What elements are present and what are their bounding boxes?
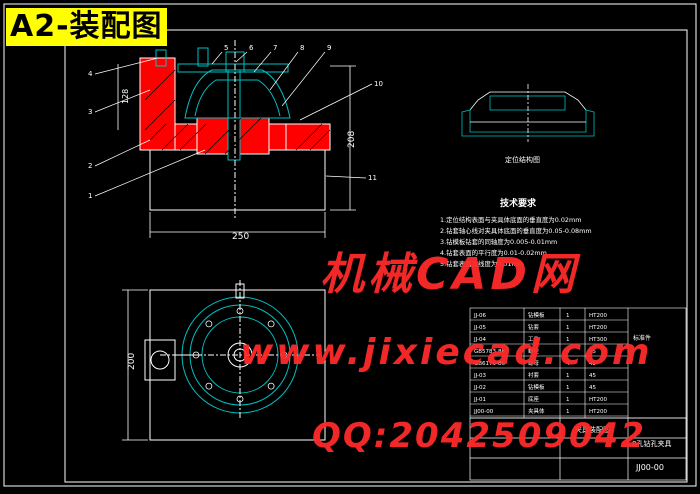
front-section-view — [139, 40, 331, 220]
aux-locating-view — [461, 84, 595, 142]
bom-cell: 螺栓 — [528, 347, 540, 355]
tech-item: 2.钻套轴心线对夹具体底面的垂直度为0.05-0.08mm — [440, 226, 592, 235]
balloon-labels: 1 2 3 4 5 6 7 8 9 10 11 — [88, 44, 383, 200]
bolt-hole — [280, 351, 288, 359]
aux-view-label: 定位结构图 — [505, 155, 540, 164]
bom-cell: GB5783-86 — [474, 349, 506, 355]
bom-cell: JJ-05 — [473, 325, 487, 331]
balloon-11: 11 — [368, 174, 377, 182]
hatching — [144, 69, 331, 155]
bom-cell: 45 — [589, 373, 596, 379]
tech-item: 4.钻套表面的平行度为0.01-0.02mm — [440, 248, 547, 257]
dim-small: 128 — [121, 89, 130, 104]
balloon-2: 2 — [88, 162, 92, 170]
bom-cell: JJ-02 — [473, 385, 486, 391]
tech-item: 1.定位结构表面与夹具体底面的垂直度为0.02mm — [440, 215, 581, 224]
bom-cell: JJ00-00 — [473, 409, 494, 415]
bom-cell: 1 — [566, 409, 570, 415]
tech-title: 技术要求 — [500, 197, 537, 209]
balloon-9: 9 — [327, 44, 331, 52]
inner-border — [64, 29, 688, 483]
bom-cell: HT200 — [589, 313, 607, 319]
tech-requirements: 1.定位结构表面与夹具体底面的垂直度为0.02mm 2.钻套轴心线对夹具体底面的垂… — [440, 215, 592, 268]
drawing-name: 夹具装配图 — [575, 425, 610, 434]
bom-cell: 钻套 — [528, 323, 540, 331]
bom-cell: 底座 — [528, 395, 540, 403]
bolt-hole — [192, 351, 200, 359]
bom-cell: 45 — [589, 349, 596, 355]
bom-cell: JJ-04 — [473, 337, 487, 343]
front-dimensions — [117, 64, 356, 238]
bom-cell: 钻模板 — [528, 311, 545, 319]
balloon-1: 1 — [88, 192, 92, 200]
bom-note: 标准件 — [633, 334, 651, 342]
leader-lines — [94, 51, 373, 197]
balloon-8: 8 — [300, 44, 304, 52]
watermark-qq: QQ:2042509042 — [312, 416, 646, 456]
outer-border — [3, 3, 697, 487]
balloon-10: 10 — [374, 80, 383, 88]
bolt-hole — [205, 320, 213, 328]
bolt-hole — [205, 382, 213, 390]
bom-cell: 钻模板 — [528, 383, 545, 391]
bom-cell: 1 — [566, 373, 570, 379]
bom-cell: 4 — [566, 361, 570, 367]
bom-cell: 衬套 — [528, 371, 540, 379]
bolt-hole — [267, 320, 275, 328]
bom-cell: 1 — [566, 313, 570, 319]
balloon-5: 5 — [224, 44, 228, 52]
watermark-url: www.jixiecad.com — [240, 332, 653, 373]
bom-cell: 夹具体 — [528, 407, 545, 415]
bom-cell: HT300 — [589, 337, 607, 343]
bom-cell: 1 — [566, 397, 570, 403]
part-name: 8孔钻孔夹具 — [632, 439, 671, 448]
top-view — [144, 280, 326, 441]
dim-width-top: 250 — [232, 232, 249, 242]
bom-cell: JJ-06 — [473, 313, 487, 319]
bom-cell: 45 — [589, 385, 596, 391]
bom-cell: HT200 — [589, 409, 607, 415]
bom-cell: 1 — [566, 337, 570, 343]
tech-item: 5.钻套表面直线度为0.01mm — [440, 259, 524, 268]
bom-cell: JJ-01 — [473, 397, 486, 403]
bom-cell: HT200 — [589, 397, 607, 403]
bolt-hole — [236, 307, 244, 315]
tech-item: 3.钻模板钻套的同轴度为0.005-0.01mm — [440, 237, 557, 246]
bom-cell: HT200 — [589, 325, 607, 331]
balloon-3: 3 — [88, 108, 92, 116]
bom-cell: GB6170-86 — [474, 361, 506, 367]
bolt-hole — [236, 395, 244, 403]
drawing-title: A2-装配图 — [6, 8, 167, 46]
balloon-4: 4 — [88, 70, 93, 78]
bom-cell: JJ-03 — [473, 373, 487, 379]
bolt-hole — [267, 382, 275, 390]
dim-height-top: 208 — [347, 131, 357, 148]
balloon-7: 7 — [273, 44, 277, 52]
top-dimensions — [122, 289, 148, 441]
title-block — [469, 417, 687, 481]
bom-cell: 工件 — [528, 335, 540, 343]
dim-height-bottom: 200 — [127, 353, 137, 370]
bom-cell: 螺母 — [528, 359, 540, 367]
balloon-6: 6 — [249, 44, 254, 52]
watermark-site-name: 机械CAD网 — [320, 249, 579, 300]
bolt-circle — [192, 307, 288, 403]
bom-cell: 4 — [566, 349, 570, 355]
bom-cell: 45 — [589, 361, 596, 367]
bom-cell: 1 — [566, 385, 570, 391]
bom-cell: 1 — [566, 325, 570, 331]
drawing-no: JJ00-00 — [635, 463, 664, 472]
